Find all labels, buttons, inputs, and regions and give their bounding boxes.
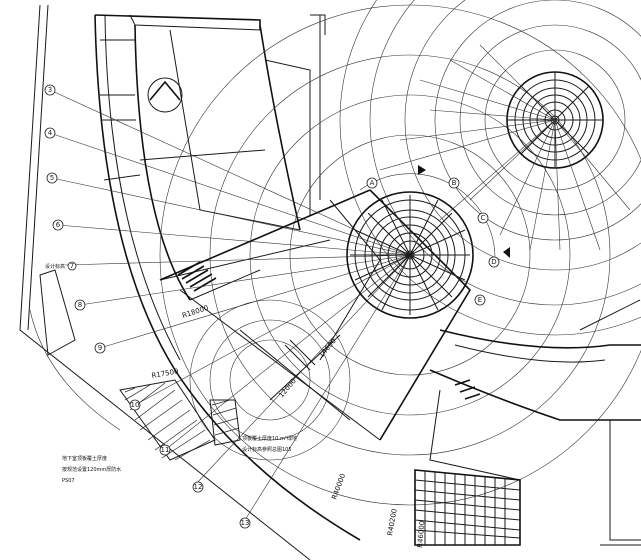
svg-text:A: A [370,179,375,187]
radius-label: R46000 [416,520,426,548]
note-left: 地下室顶板覆土厚度 按规范设置120mm厚防水 PS07 [62,455,121,484]
note-line: 按规范设置120mm厚防水 [62,466,121,473]
axis-bubble: D [488,256,500,268]
svg-text:7: 7 [70,262,74,270]
planter [39,269,76,356]
note-line: 顶板覆土厚度10 m²绿地 [242,435,297,442]
radius-label: R40200 [386,508,399,536]
svg-text:10: 10 [131,401,140,409]
left-tag: 设计标高 [45,263,65,270]
axis-bubbles-left: 3 4 5 6 8 9 10 11 12 13 [44,84,251,529]
axis-bubble: 11 [159,444,171,456]
svg-text:4: 4 [48,129,53,137]
radius-label: R17500 [151,367,179,380]
axis-bubbles-right: A B C D E [366,165,510,306]
svg-text:9: 9 [98,344,102,352]
axis-bubble: C [477,212,489,224]
svg-text:C: C [481,214,486,222]
svg-text:3: 3 [48,86,52,94]
axis-bubble [67,261,77,271]
right-building-block [429,299,641,546]
note-center: 顶板覆土厚度10 m²绿地 设计标高参照总图105 [242,435,297,453]
svg-text:5: 5 [50,174,54,182]
svg-text:13: 13 [241,519,250,527]
note-line: PS07 [62,478,75,484]
paved-grid-area [414,469,521,546]
axis-bubble: A [366,177,378,189]
dimension-labels: 14000 12000 [269,334,341,401]
axis-bubble: B [448,177,460,189]
site-boundary [19,4,311,560]
dimension-label: 12000 [277,377,297,399]
main-curved-building [94,14,361,541]
radial-grid-arcs [159,4,641,506]
radius-labels: R18000 R17500 R40000 R40200 R46000 [151,304,426,548]
axis-bubble: 4 [44,127,56,139]
axis-bubble: 13 [239,517,251,529]
svg-text:D: D [491,258,496,266]
upper-right-dome [339,0,641,336]
svg-text:12: 12 [194,483,203,491]
svg-text:B: B [452,179,457,187]
svg-text:11: 11 [161,446,170,454]
axis-bubble: 9 [94,342,106,354]
axis-bubble: 8 [74,299,86,311]
radius-label: R18000 [181,304,209,320]
svg-text:E: E [478,296,482,304]
note-line: 设计标高参照总图105 [242,446,292,453]
axis-bubble: 5 [46,172,58,184]
note-line: 地下室顶板覆土厚度 [62,455,107,462]
axis-bubble: E [474,294,486,306]
axis-bubble: 6 [52,219,64,231]
stair-symbol [177,261,217,292]
axis-bubble: 10 [129,399,141,411]
svg-text:6: 6 [56,221,61,229]
axis-bubble: 12 [192,481,204,493]
hatched-zone [119,379,241,461]
central-pavilion [346,173,496,319]
arrow-marker [503,247,510,258]
axis-bubble: 3 [44,84,56,96]
arrow-marker [418,165,426,175]
svg-text:8: 8 [78,301,82,309]
